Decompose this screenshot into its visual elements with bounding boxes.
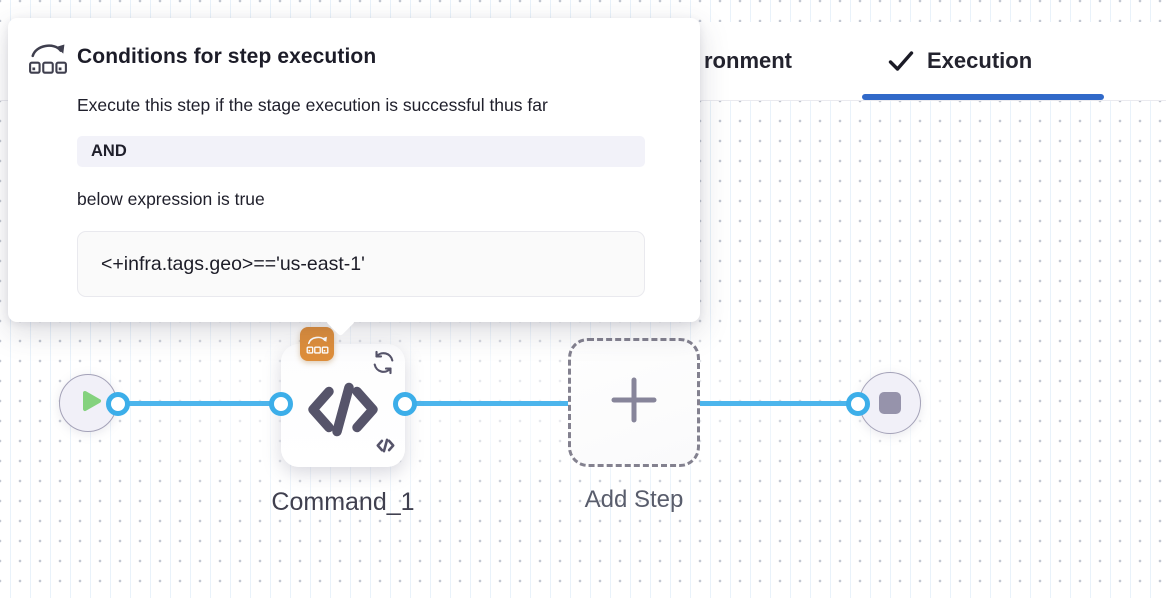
port-start-out[interactable] — [106, 392, 130, 416]
port-command-in[interactable] — [269, 392, 293, 416]
port-command-out[interactable] — [393, 392, 417, 416]
operator-badge-label: AND — [91, 142, 127, 160]
expression-box: <+infra.tags.geo>=='us-east-1' — [77, 231, 645, 297]
step-label-command-1[interactable]: Command_1 — [271, 488, 415, 516]
expression-value: <+infra.tags.geo>=='us-east-1' — [101, 252, 365, 275]
connector-addstep-to-end — [698, 401, 859, 406]
operator-badge: AND — [77, 136, 645, 167]
step-node-command-1[interactable] — [281, 327, 405, 467]
connector-command-to-addstep — [403, 401, 570, 406]
popover-description: Execute this step if the stage execution… — [77, 95, 548, 115]
tab-execution-label: Execution — [927, 48, 1033, 73]
add-step-label[interactable]: Add Step — [584, 486, 684, 513]
active-tab-underline — [862, 94, 1104, 100]
looping-strategy-icon[interactable] — [370, 349, 397, 381]
tab-environment-label: ronment — [704, 48, 792, 73]
play-icon — [79, 389, 103, 418]
conditional-execution-badge[interactable] — [300, 327, 334, 361]
expression-intro-text: below expression is true — [77, 189, 265, 209]
tab-execution[interactable]: Execution — [888, 22, 1032, 100]
port-end-in[interactable] — [846, 392, 870, 416]
conditions-popover: Conditions for step execution Execute th… — [8, 18, 700, 337]
tab-environment[interactable]: ronment — [704, 22, 792, 100]
conditional-execution-icon — [28, 40, 68, 81]
step-type-code-icon — [376, 438, 395, 458]
popover-title: Conditions for step execution — [77, 45, 377, 68]
check-icon — [888, 50, 914, 72]
plus-icon — [611, 377, 657, 428]
code-step-icon — [306, 380, 380, 443]
add-step-button[interactable] — [568, 338, 700, 467]
connector-start-to-command — [116, 401, 283, 406]
stop-icon — [879, 392, 901, 414]
